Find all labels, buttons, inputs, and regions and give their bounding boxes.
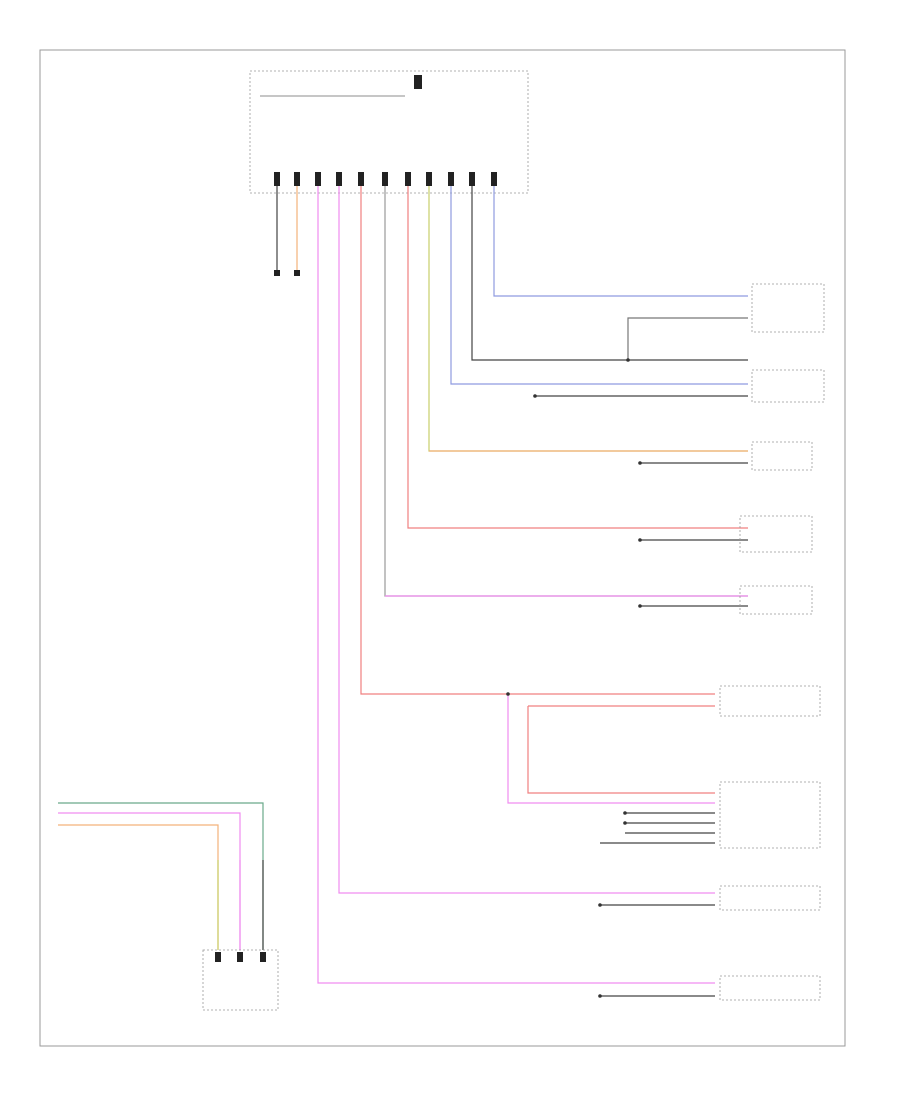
switch-connector	[202, 949, 279, 1011]
splice-6	[506, 692, 510, 696]
splice-3	[638, 461, 642, 465]
diagram-frame	[39, 49, 846, 1047]
wire-fuel-sender-return	[471, 186, 748, 361]
switch-lead-violet	[58, 812, 241, 950]
component-1-box	[751, 283, 825, 333]
wire-sensor-3-gray	[384, 186, 748, 597]
splices	[506, 358, 642, 998]
wire-sensor-4-loop	[527, 706, 715, 794]
terminal-1	[274, 270, 280, 276]
splice-1	[626, 358, 630, 362]
wire-sensor-4-branch	[507, 694, 715, 804]
splice-7	[623, 811, 627, 815]
switch-pin-3	[260, 952, 266, 962]
splice-9	[598, 903, 602, 907]
component-6-box	[719, 685, 821, 717]
wire-fuel-sender-branch	[627, 317, 748, 360]
pin-11	[491, 172, 497, 186]
switch-assembly	[58, 802, 279, 1011]
component-7-box	[719, 781, 821, 849]
wire-sensor-6	[317, 186, 715, 984]
pin-1	[274, 172, 280, 186]
pin-4	[336, 172, 342, 186]
pin-8	[426, 172, 432, 186]
pin-2	[294, 172, 300, 186]
module-ground-symbol	[414, 75, 422, 89]
splice-8	[623, 821, 627, 825]
wire-sensor-4	[360, 186, 715, 695]
pin-10	[469, 172, 475, 186]
splice-2	[533, 394, 537, 398]
pin-6	[382, 172, 388, 186]
module-pins	[274, 172, 497, 186]
switch-lead-orange	[58, 824, 219, 950]
module-outline	[249, 70, 529, 194]
wires	[317, 186, 748, 997]
switch-pin-2	[237, 952, 243, 962]
switch-pin-1	[215, 952, 221, 962]
component-8-box	[719, 885, 821, 911]
component-9-box	[719, 975, 821, 1001]
stub-wires	[274, 186, 300, 276]
components	[719, 283, 825, 1001]
splice-4	[638, 538, 642, 542]
component-4-box	[739, 515, 813, 553]
wire-sensor-5	[338, 186, 715, 894]
terminal-2	[294, 270, 300, 276]
wire-sensor-2	[407, 186, 748, 529]
wire-fuel-pressure	[450, 186, 748, 385]
splice-5	[638, 604, 642, 608]
pin-9	[448, 172, 454, 186]
pin-7	[405, 172, 411, 186]
splice-10	[598, 994, 602, 998]
component-2-box	[751, 369, 825, 403]
wire-fuel-sender-signal	[493, 186, 748, 297]
pin-5	[358, 172, 364, 186]
component-5-box	[739, 585, 813, 615]
pin-3	[315, 172, 321, 186]
control-module	[249, 70, 529, 194]
component-3-box	[751, 441, 813, 471]
